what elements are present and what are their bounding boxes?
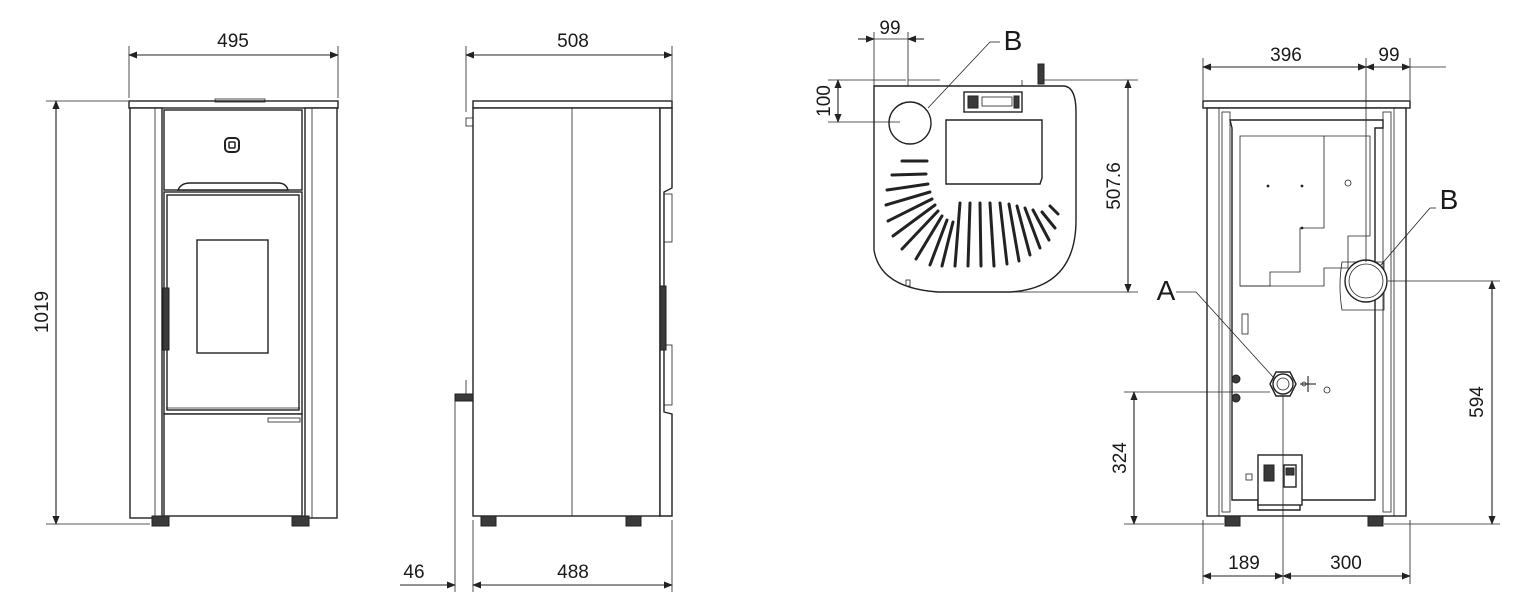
top-vent-grille bbox=[884, 159, 1060, 268]
side-rear-pipe bbox=[454, 393, 474, 402]
rear-flue-outlet bbox=[1344, 259, 1388, 303]
dim-top-flue-offset-y: 100 bbox=[814, 85, 835, 117]
top-flue-outlet bbox=[888, 101, 932, 145]
dim-rear-inlet-height: 324 bbox=[1110, 442, 1131, 474]
rear-power-switch bbox=[1263, 464, 1275, 482]
dim-rear-width-right: 99 bbox=[1378, 45, 1399, 66]
callout-rear-air-inlet: A bbox=[1157, 275, 1176, 306]
side-foot-rear bbox=[480, 515, 497, 527]
brand-logo-icon bbox=[224, 137, 240, 153]
front-left-panel bbox=[129, 107, 163, 519]
rear-air-inlet bbox=[1269, 371, 1297, 397]
rear-foot-left bbox=[1224, 515, 1241, 527]
dim-side-depth-base: 488 bbox=[557, 562, 589, 583]
side-foot-front bbox=[625, 515, 642, 527]
front-lower-panel bbox=[163, 413, 303, 517]
dim-rear-flue-height: 594 bbox=[1467, 386, 1488, 418]
front-foot-left bbox=[151, 515, 170, 527]
rear-view: 396 99 594 324 189 300 B A bbox=[1110, 45, 1500, 584]
rear-top-plate bbox=[1202, 100, 1411, 109]
top-hopper-lid bbox=[945, 119, 1043, 185]
top-pipe-stub bbox=[1037, 63, 1045, 85]
side-view: 508 488 46 bbox=[400, 31, 673, 592]
dim-top-depth: 507.6 bbox=[1104, 162, 1125, 210]
door-hinge-handle bbox=[162, 287, 170, 351]
front-top-plate bbox=[128, 100, 339, 109]
callout-rear-flue: B bbox=[1440, 184, 1459, 215]
dim-side-rear-offset: 46 bbox=[403, 562, 424, 583]
rear-back-panel bbox=[1229, 119, 1384, 511]
side-handle bbox=[659, 285, 667, 351]
dim-front-height: 1019 bbox=[32, 291, 53, 333]
dim-rear-width-left: 396 bbox=[1270, 45, 1302, 66]
dim-rear-inlet-left: 189 bbox=[1228, 553, 1260, 574]
dim-front-width: 495 bbox=[217, 31, 249, 52]
dim-top-flue-offset-x: 99 bbox=[879, 18, 900, 39]
rear-foot-right bbox=[1367, 515, 1384, 527]
side-body bbox=[472, 107, 661, 517]
front-right-panel bbox=[304, 107, 338, 519]
front-upper-panel bbox=[163, 109, 303, 191]
top-view: 99 100 507.6 B bbox=[814, 18, 1138, 293]
front-handle-bar bbox=[176, 182, 289, 191]
dim-side-depth-top: 508 bbox=[557, 31, 589, 52]
dim-rear-inlet-right: 300 bbox=[1330, 553, 1362, 574]
front-view: 495 1019 bbox=[32, 31, 339, 527]
callout-top-flue: B bbox=[1004, 25, 1023, 56]
rear-fan-icon bbox=[1344, 179, 1352, 187]
side-top-plate bbox=[472, 100, 673, 109]
side-front-profile bbox=[659, 107, 673, 517]
front-foot-right bbox=[291, 515, 310, 527]
front-door-glass bbox=[196, 239, 269, 354]
